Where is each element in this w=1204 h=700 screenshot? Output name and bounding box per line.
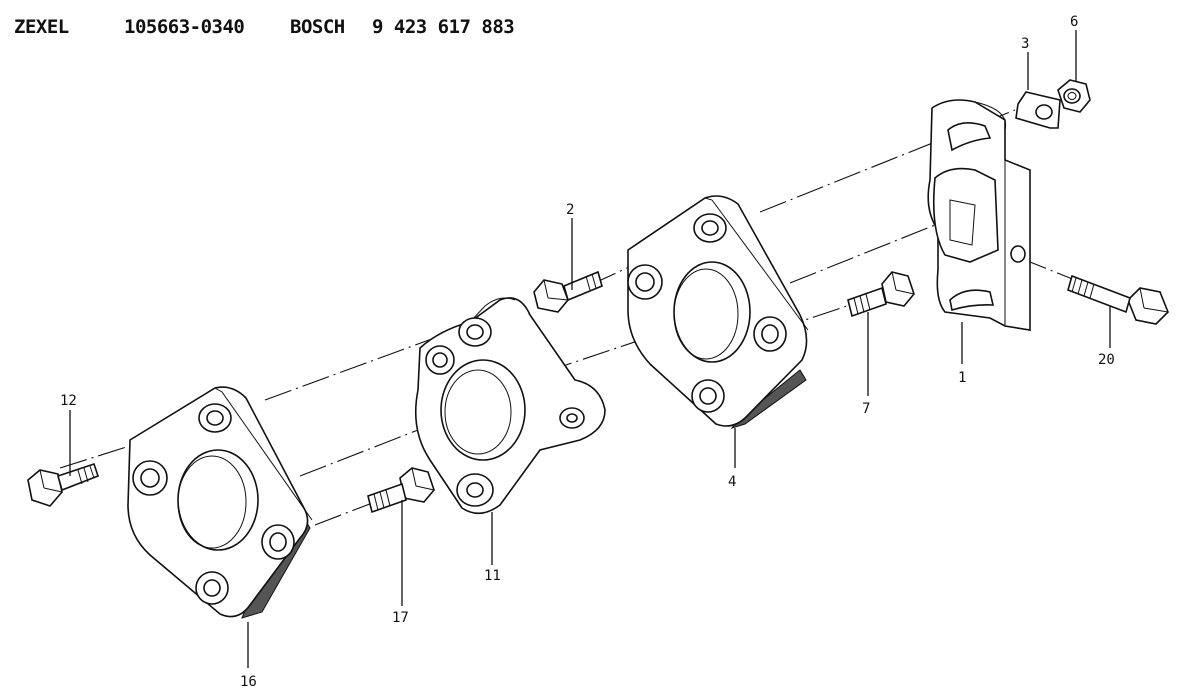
bolt-2	[533, 270, 603, 313]
callout-4: 4	[728, 474, 736, 490]
callout-1: 1	[958, 370, 966, 386]
flange-plate-16	[127, 386, 313, 619]
callout-6: 6	[1070, 14, 1078, 30]
bolt-17	[367, 467, 435, 514]
header-bosch-part-number: 9 423 617 883	[372, 16, 514, 38]
callout-11: 11	[484, 568, 501, 584]
header-brand-zexel: ZEXEL	[14, 16, 69, 38]
header-zexel-part-number: 105663-0340	[124, 16, 244, 38]
bolt-20	[1067, 274, 1169, 325]
callout-16: 16	[240, 674, 257, 690]
bolt-12	[27, 462, 99, 507]
header-brand-bosch: BOSCH	[290, 16, 345, 38]
bracket-1	[927, 99, 1031, 331]
bolt-7	[847, 271, 915, 318]
callout-12: 12	[60, 393, 77, 409]
flange-plate-4	[627, 195, 809, 429]
leader-lines	[69, 30, 1111, 668]
callout-7: 7	[862, 401, 870, 417]
flange-housing-11	[414, 297, 606, 515]
callout-3: 3	[1021, 36, 1029, 52]
nut-6	[1057, 79, 1091, 113]
callout-2: 2	[566, 202, 574, 218]
callout-20: 20	[1098, 352, 1115, 368]
callout-17: 17	[392, 610, 409, 626]
washer-plate-3	[1015, 91, 1061, 129]
